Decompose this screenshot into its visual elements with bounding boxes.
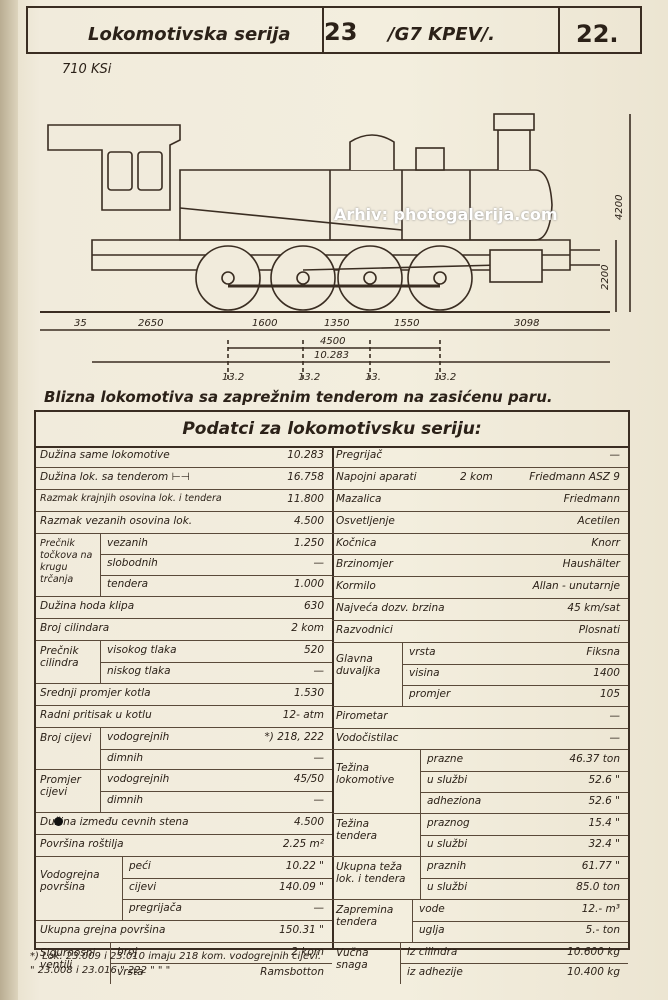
ink-dot xyxy=(54,817,63,826)
dim-label: 10.283 xyxy=(314,350,349,361)
page-number: 22. xyxy=(576,20,619,48)
table-row: Razmak vezanih osovina lok.4.500 xyxy=(36,512,332,534)
axle-load: 13.2 xyxy=(434,372,456,383)
data-table: Podatci za lokomotivsku seriju: Dužina s… xyxy=(34,410,630,985)
dim-label: 3098 xyxy=(514,318,539,329)
page-binding xyxy=(0,0,18,1000)
axle-load: 13. xyxy=(365,372,381,383)
dim-label: 2200 xyxy=(600,265,611,290)
table-row: Pirometar— xyxy=(332,707,628,729)
axle-load: 13.2 xyxy=(222,372,244,383)
axle-load: 13.2 xyxy=(298,372,320,383)
footnote: *) Lok. 23.009 i 23.010 imaju 218 kom. v… xyxy=(30,950,321,978)
dim-label: 1550 xyxy=(394,318,419,329)
header-divider xyxy=(558,8,560,52)
table-row: Pregrijač— xyxy=(332,446,628,468)
dim-label: 1600 xyxy=(252,318,277,329)
footnote-line: *) Lok. 23.009 i 23.010 imaju 218 kom. v… xyxy=(30,951,322,962)
dim-label: 4200 xyxy=(614,195,625,220)
table-group: Broj cijevi vodogrejnih*) 218, 222 dimni… xyxy=(36,727,332,771)
table-group: Prečnik točkova na krugu trčanja vezanih… xyxy=(36,533,332,598)
designation: /G7 KPEV/. xyxy=(388,24,495,45)
locomotive-drawing: 35 2650 1600 1350 1550 3098 4500 10.283 … xyxy=(40,113,631,383)
dim-label: 1350 xyxy=(324,318,349,329)
table-row: Vodočistilac— xyxy=(332,729,628,751)
footnote-line: " 23.008 i 23.016 " 222 " " " xyxy=(30,965,171,976)
header-divider xyxy=(322,8,324,52)
header-box: Lokomotivska serija 23 /G7 KPEV/. 22. xyxy=(26,6,642,54)
series-label: Lokomotivska serija xyxy=(88,24,291,45)
dim-label: 35 xyxy=(74,318,87,329)
series-number: 23 xyxy=(324,18,358,46)
table-title: Podatci za lokomotivsku seriju: xyxy=(36,412,628,448)
dim-label: 4500 xyxy=(320,336,345,347)
table-row: Dužina lok. sa tenderom ⊢⊣16.758 xyxy=(36,468,332,490)
dim-label: 2650 xyxy=(138,318,163,329)
archive-stamp: 710 KSi xyxy=(62,62,112,77)
watermark: Arhiv: photogalerija.com xyxy=(334,205,558,224)
subtitle: Blizna lokomotiva sa zaprežnim tenderom … xyxy=(44,388,553,406)
